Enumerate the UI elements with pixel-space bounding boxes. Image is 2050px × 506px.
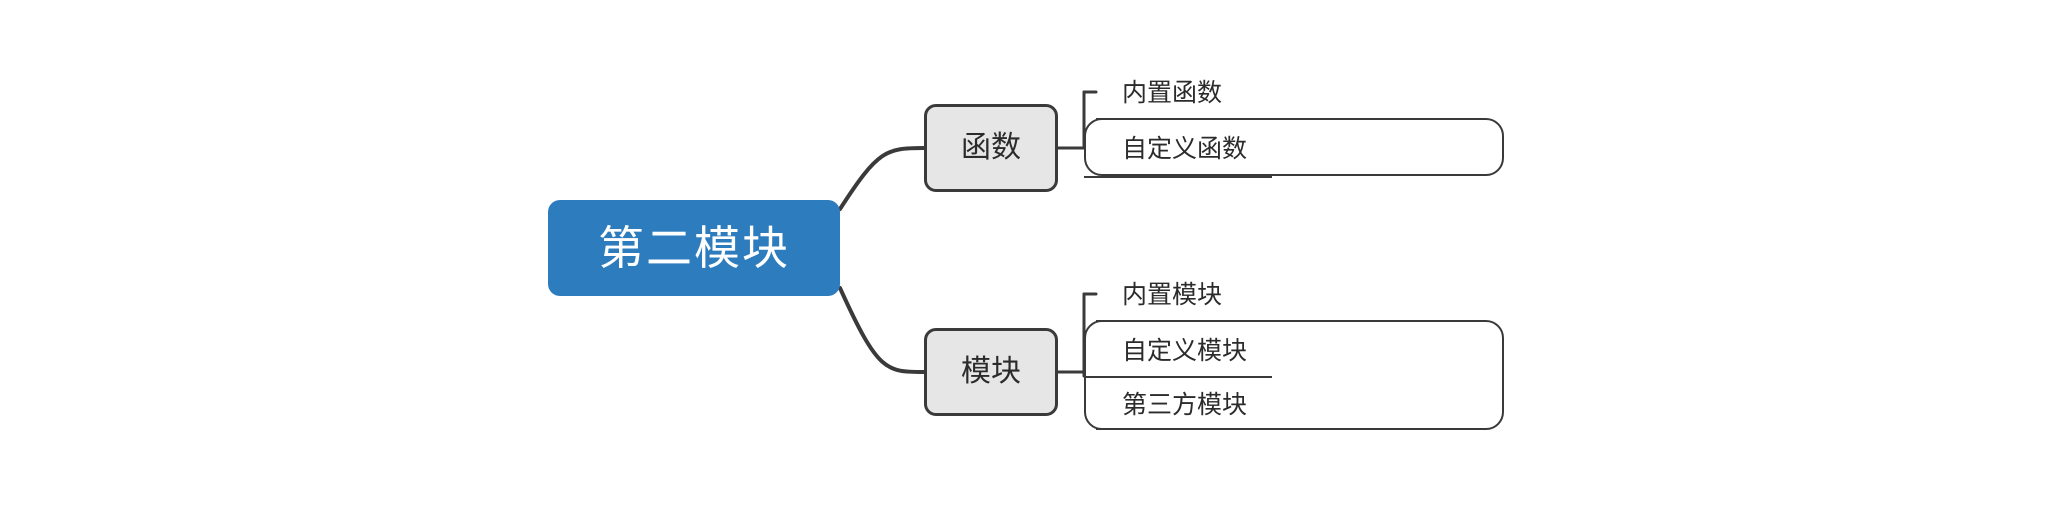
leaf-node-nei-zhi-mo-kuai[interactable]: 内置模块 — [1084, 266, 1504, 322]
leaf-underline — [1084, 376, 1272, 378]
leaf-node-label: 第三方模块 — [1122, 389, 1248, 419]
leaf-node-label: 自定义模块 — [1122, 335, 1248, 365]
leaf-group-mo-kuai — [1084, 320, 1504, 430]
leaf-node-label: 内置模块 — [1122, 279, 1223, 309]
branch-node-mo-kuai[interactable]: 模块 — [924, 328, 1058, 416]
branch-node-han-shu[interactable]: 函数 — [924, 104, 1058, 192]
leaf-node-nei-zhi-han-shu[interactable]: 内置函数 — [1084, 64, 1504, 120]
leaf-node-zi-ding-yi-han-shu[interactable]: 自定义函数 — [1084, 120, 1504, 176]
root-node-label: 第二模块 — [598, 221, 790, 275]
connector-root-to-han-shu — [838, 146, 926, 211]
leaf-underline — [1084, 176, 1272, 178]
leaf-group-han-shu — [1084, 118, 1504, 176]
leaf-underline — [1096, 118, 1272, 120]
connector-root-to-mo-kuai — [838, 286, 926, 374]
branch-node-label: 函数 — [961, 130, 1021, 165]
branch-node-label: 模块 — [961, 354, 1021, 389]
leaf-node-label: 内置函数 — [1122, 77, 1223, 107]
leaf-node-zi-ding-yi-mo-kuai[interactable]: 自定义模块 — [1084, 322, 1504, 378]
root-node[interactable]: 第二模块 — [548, 200, 840, 296]
leaf-node-di-san-fang-mo-kuai[interactable]: 第三方模块 — [1084, 376, 1504, 432]
leaf-node-label: 自定义函数 — [1122, 133, 1248, 163]
leaf-underline — [1096, 320, 1272, 322]
leaf-underline — [1096, 428, 1272, 430]
